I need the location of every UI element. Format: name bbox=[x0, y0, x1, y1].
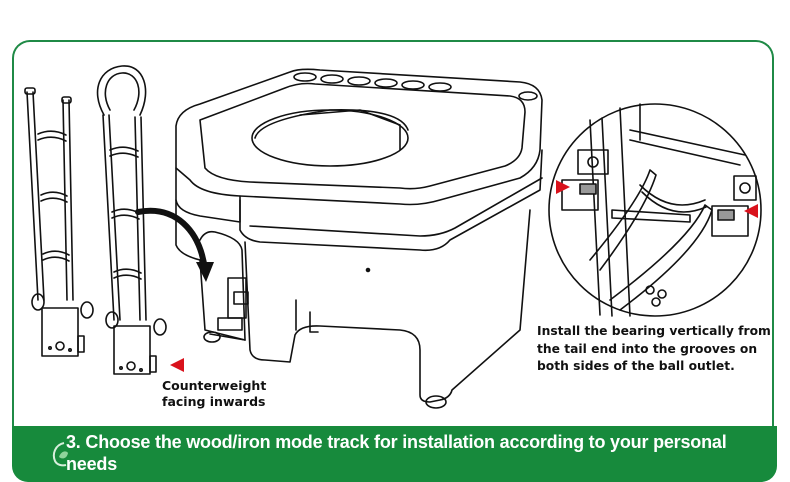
counterweight-caption: Counterweight facing inwards bbox=[162, 378, 267, 409]
red-marker-right bbox=[744, 204, 758, 218]
step-banner bbox=[12, 426, 777, 482]
red-marker-counterweight bbox=[170, 358, 184, 372]
insert-arrow bbox=[135, 207, 208, 273]
track-iron bbox=[96, 65, 167, 375]
brand-logo-icon bbox=[52, 442, 68, 467]
content-frame bbox=[12, 40, 774, 428]
bearing-detail bbox=[548, 103, 762, 317]
ball-machine bbox=[175, 68, 543, 409]
track-wood bbox=[24, 87, 94, 357]
red-marker-left bbox=[556, 180, 570, 194]
step-title: 3. Choose the wood/iron mode track for i… bbox=[66, 432, 727, 474]
bearing-caption: Install the bearing vertically from the … bbox=[537, 324, 771, 373]
